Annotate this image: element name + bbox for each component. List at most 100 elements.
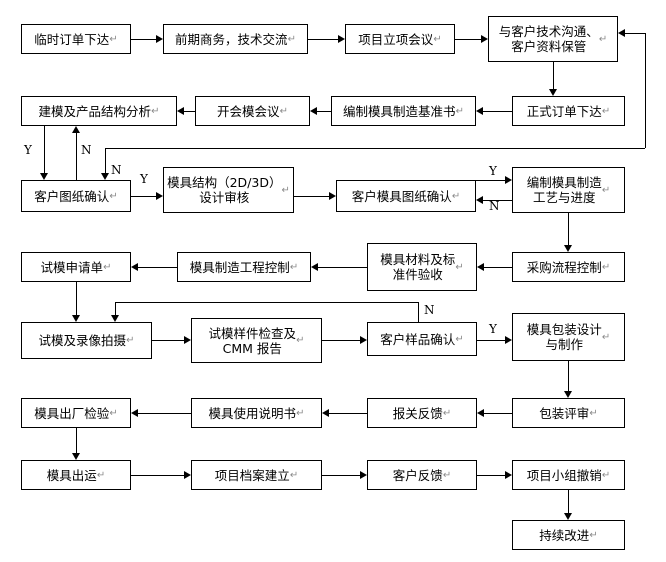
edge-n22-n21 — [138, 413, 191, 414]
node-packaging-review[interactable]: 包装评审↵ — [512, 398, 625, 428]
edge-n15-n14 — [318, 267, 367, 268]
pilcrow-icon: ↵ — [598, 33, 608, 45]
pilcrow-icon: ↵ — [96, 469, 106, 481]
arrow-n13-n17 — [72, 315, 80, 322]
node-formal-order[interactable]: 正式订单下达↵ — [512, 96, 625, 126]
node-pre-business-tech-exchange[interactable]: 前期商务，技术交流↵ — [163, 24, 308, 54]
edge-feedback-down-to-n9 — [105, 148, 106, 173]
node-project-kickoff-meeting[interactable]: 项目立项会议↵ — [345, 24, 455, 54]
node-customs-declaration-feedback[interactable]: 报关反馈↵ — [367, 398, 477, 428]
arrow-n20-n24 — [564, 391, 572, 398]
arrow-n2-n3 — [338, 35, 345, 43]
arrow-n26-n27 — [360, 471, 367, 479]
node-label: 客户图纸确认 — [34, 188, 110, 204]
edge-n8-n7 — [483, 111, 512, 112]
node-trial-mold-video-recording[interactable]: 试模及录像拍摄↵ — [21, 322, 152, 359]
node-customer-drawing-confirm[interactable]: 客户图纸确认↵ — [21, 180, 131, 212]
arrow-n12-n11 — [476, 196, 483, 204]
node-label: 编制模具制造基准书 — [343, 103, 456, 119]
node-project-team-dissolve[interactable]: 项目小组撤销↵ — [512, 460, 625, 490]
node-customer-sample-confirm[interactable]: 客户样品确认↵ — [367, 322, 477, 356]
node-mold-packaging-design[interactable]: 模具包装设计 与制作↵ — [512, 313, 625, 361]
node-label: 与客户技术沟通、 客户资料保管 — [498, 24, 599, 54]
node-customer-tech-communication[interactable]: 与客户技术沟通、 客户资料保管↵ — [488, 16, 618, 62]
node-label: 前期商务，技术交流 — [175, 31, 288, 47]
node-continuous-improvement[interactable]: 持续改进↵ — [512, 520, 625, 550]
pilcrow-icon: ↵ — [433, 33, 442, 45]
node-label: 客户模具图纸确认 — [351, 188, 452, 204]
edge-n5-n9 — [44, 126, 45, 173]
edge-n9-n5 — [76, 133, 77, 180]
edge-label-yes-drawing: Y — [24, 143, 32, 157]
node-label: 项目小组撤销 — [526, 467, 602, 483]
edge-n19-feedback-down — [115, 302, 116, 315]
edge-n28-n29 — [568, 490, 569, 513]
pilcrow-icon: ↵ — [455, 105, 464, 117]
arrow-n18-n19 — [360, 336, 367, 344]
node-sample-inspection-cmm-report[interactable]: 试模样件检查及 CMM 报告↵ — [191, 318, 322, 363]
edge-label-no-feedback: N — [111, 163, 122, 177]
node-mold-manufacturing-datum-book[interactable]: 编制模具制造基准书↵ — [331, 96, 476, 126]
edge-n12-n11 — [483, 200, 512, 201]
edge-label-no-sample: N — [424, 303, 435, 317]
node-label: 模具出运 — [46, 467, 97, 483]
edge-n7-n6 — [317, 111, 331, 112]
edge-feedback-long-horizontal — [105, 148, 645, 149]
edge-n17-n18 — [152, 340, 184, 341]
node-procurement-process-control[interactable]: 采购流程控制↵ — [512, 252, 625, 282]
pilcrow-icon: ↵ — [601, 105, 611, 117]
node-mold-process-schedule[interactable]: 编制模具制造 工艺与进度↵ — [512, 167, 625, 213]
edge-n2-n3 — [308, 39, 338, 40]
arrow-n24-n23 — [477, 409, 484, 417]
node-label: 报关反馈 — [392, 405, 443, 421]
pilcrow-icon: ↵ — [601, 469, 611, 481]
node-label: 建模及产品结构分析 — [38, 103, 152, 119]
pilcrow-icon: ↵ — [281, 184, 290, 196]
node-label: 项目立项会议 — [358, 31, 434, 47]
node-customer-mold-drawing-confirm[interactable]: 客户模具图纸确认↵ — [336, 180, 476, 212]
arrow-n12-n16 — [564, 245, 572, 252]
arrow-feedback-to-n9 — [101, 173, 109, 180]
node-project-archive-setup[interactable]: 项目档案建立↵ — [191, 460, 322, 490]
node-mold-user-manual[interactable]: 模具使用说明书↵ — [191, 398, 322, 428]
pilcrow-icon: ↵ — [601, 261, 611, 273]
pilcrow-icon: ↵ — [442, 469, 452, 481]
edge-n10-n11 — [294, 196, 329, 197]
node-label: 模具使用说明书 — [208, 405, 297, 421]
pilcrow-icon: ↵ — [442, 407, 452, 419]
edge-n19-feedback-up — [418, 302, 419, 322]
edge-n19-feedback-horizontal — [115, 302, 418, 303]
edge-n11-n12 — [476, 180, 505, 181]
edge-n26-n27 — [322, 475, 360, 476]
node-modeling-product-structure-analysis[interactable]: 建模及产品结构分析↵ — [21, 96, 177, 126]
node-material-standard-parts-acceptance[interactable]: 模具材料及标 准件验收↵ — [367, 243, 477, 291]
node-mold-shipment[interactable]: 模具出运↵ — [21, 460, 131, 490]
node-label: 项目档案建立 — [214, 467, 290, 483]
node-mold-meeting[interactable]: 开会模会议↵ — [195, 96, 310, 126]
node-temporary-order[interactable]: 临时订单下达↵ — [21, 24, 131, 54]
edge-n19-n20 — [477, 340, 505, 341]
pilcrow-icon: ↵ — [126, 335, 135, 346]
node-label: 模具包装设计 与制作 — [526, 322, 602, 352]
pilcrow-icon: ↵ — [289, 469, 299, 481]
node-label: 试模样件检查及 CMM 报告 — [208, 325, 297, 356]
arrow-n10-n11 — [329, 192, 336, 200]
node-label: 试模及录像拍摄 — [38, 333, 127, 348]
node-label: 包装评审 — [539, 405, 590, 421]
node-mold-structure-design-review[interactable]: 模具结构（2D/3D） 设计审核↵ — [163, 167, 294, 213]
node-customer-feedback[interactable]: 客户反馈↵ — [367, 460, 477, 490]
node-mold-manufacturing-control[interactable]: 模具制造工程控制↵ — [177, 252, 311, 282]
node-label: 临时订单下达 — [34, 31, 110, 47]
arrow-n4-n8 — [549, 89, 557, 96]
pilcrow-icon: ↵ — [151, 105, 160, 117]
arrow-n19-to-n17 — [111, 315, 119, 322]
arrow-n22-n21 — [131, 409, 138, 417]
arrow-n23-n22 — [322, 409, 329, 417]
node-trial-mold-application[interactable]: 试模申请单↵ — [21, 252, 131, 282]
node-mold-factory-inspection[interactable]: 模具出厂检验↵ — [21, 398, 131, 428]
arrow-n25-n26 — [184, 471, 191, 479]
edge-n9-n10 — [131, 196, 156, 197]
edge-n3-n4 — [455, 39, 481, 40]
edge-n14-n13 — [138, 267, 177, 268]
arrow-n15-n14 — [311, 263, 318, 271]
